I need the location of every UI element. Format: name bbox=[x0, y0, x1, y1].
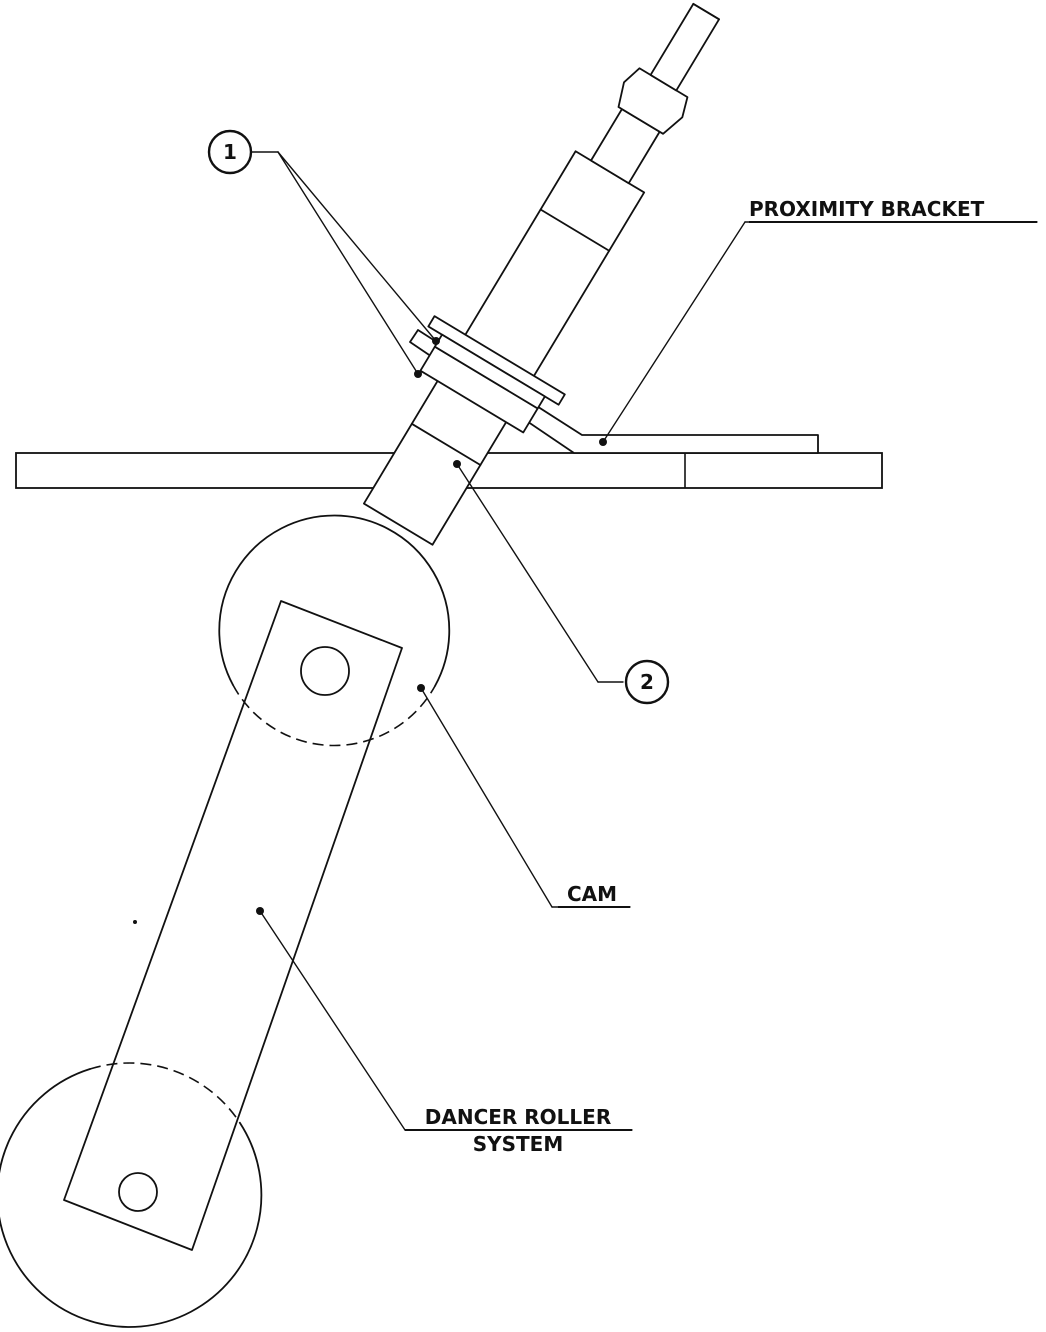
dancer-roller-label-line1: DANCER ROLLER bbox=[425, 1105, 611, 1129]
callout-1: 1 bbox=[207, 129, 253, 175]
proximity-bracket-label: PROXIMITY BRACKET bbox=[749, 197, 985, 221]
callout-2-number: 2 bbox=[640, 670, 654, 694]
arm-upper-hole bbox=[300, 646, 350, 696]
cam-label: CAM bbox=[567, 882, 617, 906]
dancer-arm bbox=[63, 600, 403, 1251]
lower-roller bbox=[0, 1062, 263, 1328]
proximity-sensor bbox=[363, 2, 720, 546]
dancer-roller-label-line2: SYSTEM bbox=[473, 1132, 564, 1156]
callout-2: 2 bbox=[624, 659, 670, 705]
labels: PROXIMITY BRACKET CAM DANCER ROLLER SYST… bbox=[405, 197, 1037, 1156]
arm-lower-hole bbox=[118, 1172, 158, 1212]
callout-1-number: 1 bbox=[223, 140, 237, 164]
cam bbox=[218, 514, 451, 747]
